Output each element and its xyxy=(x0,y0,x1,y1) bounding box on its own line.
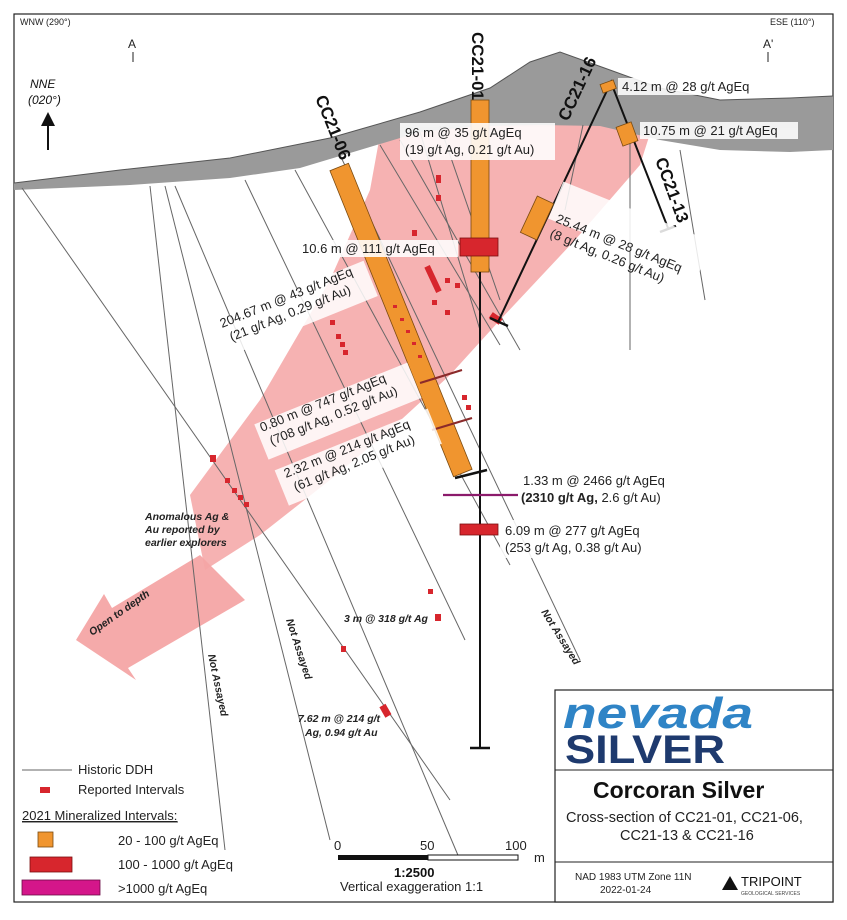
interval-label: (2310 g/t Ag, 2.6 g/t Au) xyxy=(521,490,661,505)
map-date: 2022-01-24 xyxy=(600,885,652,896)
north-arrow: NNE (020°) xyxy=(28,77,61,150)
nevada-silver-logo: nevada SILVER xyxy=(563,689,753,772)
svg-text:20 - 100 g/t AgEq: 20 - 100 g/t AgEq xyxy=(118,833,218,848)
interval-label: 1.33 m @ 2466 g/t AgEq xyxy=(523,473,665,488)
datum: NAD 1983 UTM Zone 11N xyxy=(575,872,692,883)
svg-text:Anomalous Ag &: Anomalous Ag & xyxy=(144,511,229,523)
interval-label: 10.6 m @ 111 g/t AgEq xyxy=(302,241,435,256)
svg-text:>1000 g/t AgEq: >1000 g/t AgEq xyxy=(118,881,207,896)
map-subtitle: Cross-section of CC21-01, CC21-06, xyxy=(566,810,803,826)
cc21-13-interval-lower xyxy=(615,121,639,147)
legend: Historic DDH Reported Intervals 2021 Min… xyxy=(21,762,233,896)
interval-label: Ag, 0.94 g/t Au xyxy=(304,727,378,739)
map-subtitle: CC21-13 & CC21-16 xyxy=(620,828,754,844)
interval-label: 4.12 m @ 28 g/t AgEq xyxy=(622,79,749,94)
svg-text:m: m xyxy=(534,850,545,865)
cc21-01-lower-interval xyxy=(459,523,499,536)
svg-text:50: 50 xyxy=(420,838,434,853)
svg-text:100 - 1000 g/t AgEq: 100 - 1000 g/t AgEq xyxy=(118,857,233,872)
tripoint-logo: TRIPOINT GEOLOGICAL SERVICES xyxy=(722,874,802,897)
cc21-06-red-ticks xyxy=(393,305,422,358)
interval-label: 7.62 m @ 214 g/t xyxy=(298,713,381,725)
map-title: Corcoran Silver xyxy=(593,777,764,803)
svg-text:Au reported by: Au reported by xyxy=(144,524,221,536)
cc21-16-trace xyxy=(497,79,613,323)
cc21-13-trace xyxy=(611,84,669,229)
anomalous-note: Anomalous Ag & Au reported by earlier ex… xyxy=(144,511,229,549)
svg-text:100: 100 xyxy=(505,838,527,853)
reported-intervals xyxy=(210,175,503,718)
interval-label: (253 g/t Ag, 0.38 g/t Au) xyxy=(505,540,642,555)
interval-label: 96 m @ 35 g/t AgEq xyxy=(405,125,522,140)
cc21-13-interval-upper xyxy=(599,79,617,94)
label-cc21-01: CC21-01 xyxy=(468,32,487,100)
cc21-16-interval xyxy=(519,195,555,241)
svg-text:TRIPOINT: TRIPOINT xyxy=(741,874,802,889)
svg-text:0: 0 xyxy=(334,838,341,853)
section-end: A' xyxy=(763,37,773,51)
svg-text:Reported Intervals: Reported Intervals xyxy=(78,782,185,797)
svg-text:1:2500: 1:2500 xyxy=(394,865,434,880)
tripoint-logo-icon xyxy=(722,876,738,890)
section-start: A xyxy=(128,37,136,51)
svg-text:GEOLOGICAL SERVICES: GEOLOGICAL SERVICES xyxy=(741,891,801,897)
cc21-01-high-grade xyxy=(459,237,499,257)
interval-label: 10.75 m @ 21 g/t AgEq xyxy=(643,123,778,138)
interval-label: 3 m @ 318 g/t Ag xyxy=(344,613,429,625)
bearing-left: WNW (290°) xyxy=(20,17,71,27)
svg-text:earlier explorers: earlier explorers xyxy=(145,537,227,549)
interval-label: 6.09 m @ 277 g/t AgEq xyxy=(505,523,640,538)
title-block: nevada SILVER Corcoran Silver Cross-sect… xyxy=(554,689,834,903)
interval-label: (19 g/t Ag, 0.21 g/t Au) xyxy=(405,142,534,157)
svg-text:SILVER: SILVER xyxy=(565,728,725,772)
open-to-depth-arrow xyxy=(76,555,245,680)
svg-text:(020°): (020°) xyxy=(28,93,61,107)
scale-bar: 0 50 100 m 1:2500 Vertical exaggeration … xyxy=(334,838,545,894)
svg-text:nevada: nevada xyxy=(563,689,753,738)
svg-text:NNE: NNE xyxy=(30,77,56,91)
svg-text:2021 Mineralized Intervals:: 2021 Mineralized Intervals: xyxy=(22,808,177,823)
svg-text:Vertical exaggeration 1:1: Vertical exaggeration 1:1 xyxy=(340,879,483,894)
svg-text:Historic DDH: Historic DDH xyxy=(78,762,153,777)
bearing-right: ESE (110°) xyxy=(770,17,814,27)
